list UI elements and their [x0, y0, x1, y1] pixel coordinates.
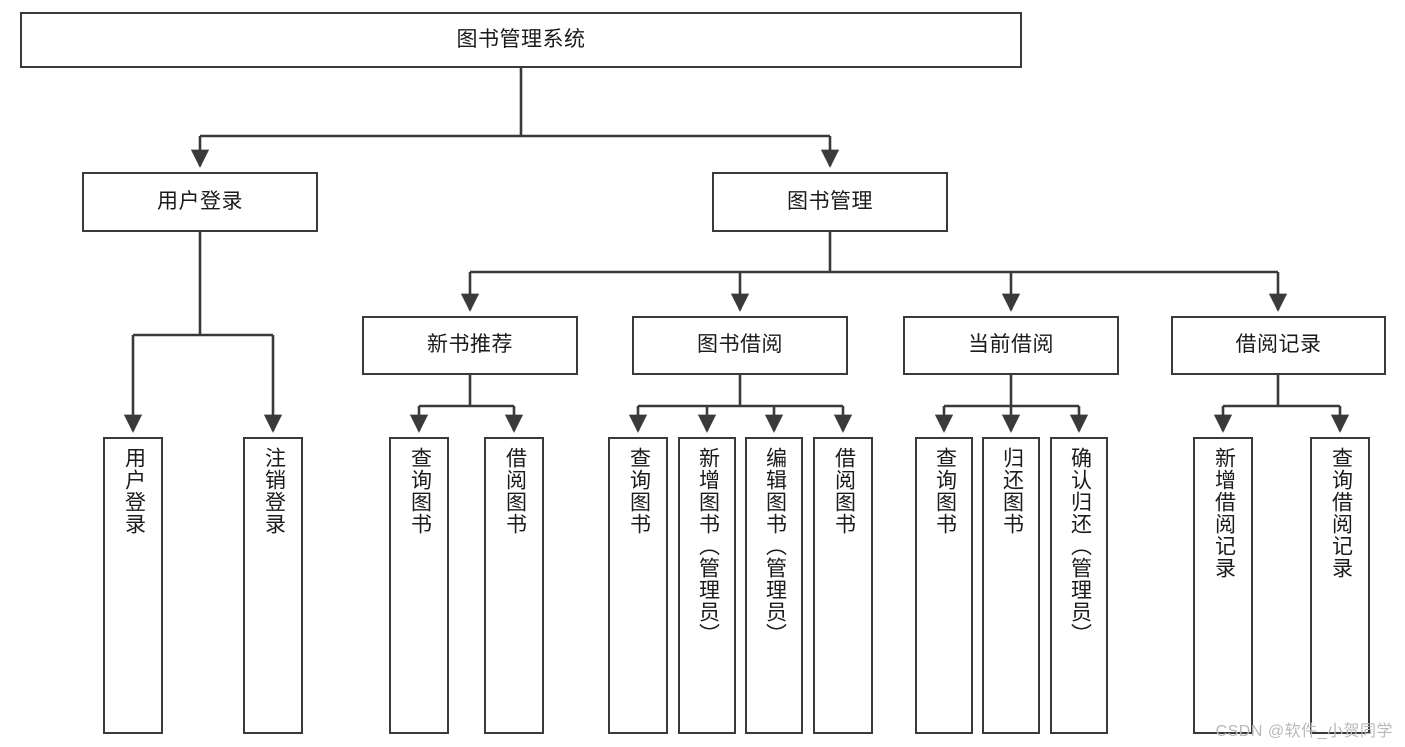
node-leaf-borrow-book-2-label: 借阅图书 [832, 447, 856, 535]
node-leaf-confirm-return[interactable]: 确认归还（管理员） [1050, 437, 1108, 734]
node-leaf-return-book[interactable]: 归还图书 [982, 437, 1040, 734]
node-leaf-query-book-1-label: 查询图书 [408, 447, 432, 535]
node-leaf-return-book-label: 归还图书 [1000, 447, 1024, 535]
node-borrow-record-label: 借阅记录 [1235, 333, 1322, 357]
node-leaf-add-book[interactable]: 新增图书（管理员） [678, 437, 736, 734]
node-current-borrow-label: 当前借阅 [968, 333, 1054, 357]
node-leaf-logout[interactable]: 注销登录 [243, 437, 303, 734]
node-new-book-rec-label: 新书推荐 [427, 333, 513, 357]
node-leaf-query-book-3[interactable]: 查询图书 [915, 437, 973, 734]
node-leaf-query-book-2[interactable]: 查询图书 [608, 437, 668, 734]
node-leaf-query-book-2-label: 查询图书 [627, 447, 651, 535]
node-book-manage-label: 图书管理 [787, 189, 873, 213]
node-leaf-borrow-book-1-label: 借阅图书 [503, 447, 527, 535]
node-leaf-confirm-return-label: 确认归还（管理员） [1068, 447, 1092, 645]
node-book-manage[interactable]: 图书管理 [712, 172, 948, 232]
node-leaf-borrow-book-2[interactable]: 借阅图书 [813, 437, 873, 734]
node-leaf-add-book-label: 新增图书（管理员） [696, 447, 720, 645]
node-leaf-logout-label: 注销登录 [262, 447, 286, 535]
node-current-borrow[interactable]: 当前借阅 [903, 316, 1119, 375]
node-user-login[interactable]: 用户登录 [82, 172, 318, 232]
node-leaf-add-record-label: 新增借阅记录 [1212, 447, 1236, 579]
watermark: CSDN @软件_小贺同学 [1215, 723, 1393, 740]
node-leaf-borrow-book-1[interactable]: 借阅图书 [484, 437, 544, 734]
node-root-label: 图书管理系统 [456, 27, 586, 51]
node-leaf-edit-book-label: 编辑图书（管理员） [763, 447, 787, 645]
node-new-book-rec[interactable]: 新书推荐 [362, 316, 578, 375]
node-leaf-edit-book[interactable]: 编辑图书（管理员） [745, 437, 803, 734]
node-leaf-query-book-1[interactable]: 查询图书 [389, 437, 449, 734]
node-book-borrow[interactable]: 图书借阅 [632, 316, 848, 375]
node-leaf-user-login-label: 用户登录 [122, 447, 146, 535]
node-leaf-add-record[interactable]: 新增借阅记录 [1193, 437, 1253, 734]
node-root[interactable]: 图书管理系统 [20, 12, 1022, 68]
node-leaf-query-record[interactable]: 查询借阅记录 [1310, 437, 1370, 734]
node-borrow-record[interactable]: 借阅记录 [1171, 316, 1386, 375]
node-leaf-user-login[interactable]: 用户登录 [103, 437, 163, 734]
node-leaf-query-book-3-label: 查询图书 [933, 447, 957, 535]
node-book-borrow-label: 图书借阅 [697, 333, 783, 357]
node-leaf-query-record-label: 查询借阅记录 [1329, 447, 1353, 579]
node-user-login-label: 用户登录 [157, 189, 243, 213]
